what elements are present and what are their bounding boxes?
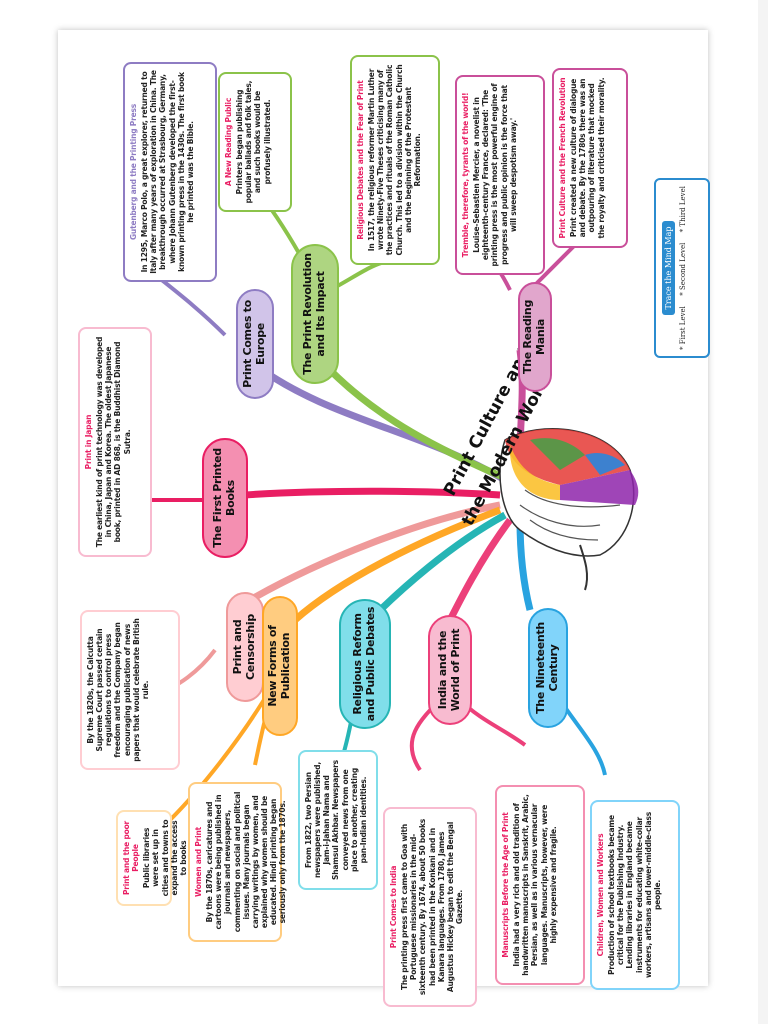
legend-first-level: * First Level	[679, 306, 687, 350]
card-text: From 1822, two Persian newspapers were p…	[304, 760, 368, 880]
card-title: Print in Japan	[84, 414, 93, 470]
scrollbar[interactable]	[758, 0, 768, 1024]
connector-religious	[367, 511, 507, 623]
card-print-comes-to-india: Print Comes to India The printing press …	[383, 807, 477, 1007]
branch-print-and-censorship[interactable]: Print and Censorship	[226, 592, 264, 702]
card-text: Print created a new culture of dialogue …	[569, 77, 606, 239]
card-manuscripts: Manuscripts Before the Age of Print Indi…	[495, 785, 585, 985]
card-new-reading-public: A New Reading Public Printers began publ…	[218, 72, 292, 212]
card-tremble-tyrants: Tremble, therefore, tyrants of the world…	[455, 75, 545, 275]
legend-box: Trace the Mind Map * First Level * Secon…	[654, 178, 710, 358]
branch-new-forms-of-publication[interactable]: New Forms of Publication	[262, 596, 298, 736]
card-title: Tremble, therefore, tyrants of the world…	[461, 92, 470, 258]
card-title: Gutenberg and the Printing Press	[129, 103, 138, 241]
card-title: Religious Debates and the Fear of Print	[356, 80, 365, 240]
card-title: Print Culture and the French Revolution	[558, 77, 567, 239]
card-text: By the 1820s, the Calcutta Supreme Court…	[86, 618, 150, 762]
legend-second-level: * Second Level	[679, 242, 687, 296]
connector-nineteenth	[516, 519, 534, 611]
connector-india	[441, 517, 513, 632]
card-text: Public libraries were set up in cities a…	[142, 819, 188, 897]
card-women-and-print: Women and Print By the 1870s, caricature…	[188, 782, 287, 942]
card-text: The earliest kind of print technology wa…	[95, 336, 132, 548]
card-print-poor-people: Print and the poor People Public librari…	[116, 810, 188, 906]
card-religious-debates: Religious Debates and the Fear of Print …	[350, 55, 440, 265]
card-print-french-revolution: Print Culture and the French Revolution …	[552, 68, 628, 248]
card-text: Louise-Sebastien Mercier, a novelist in …	[472, 83, 518, 267]
branch-reading-mania[interactable]: The Reading Mania	[518, 282, 552, 392]
connector-first-books	[244, 487, 501, 499]
branch-print-revolution[interactable]: The Print Revolution and Its Impact	[291, 244, 339, 384]
card-text: Printers began publishing popular ballad…	[235, 80, 272, 204]
connector-revolution	[327, 367, 507, 482]
card-title: Print and the poor People	[122, 820, 141, 896]
card-text: Production of school textbooks became cr…	[607, 812, 662, 978]
card-title: Women and Print	[194, 826, 203, 898]
card-print-in-japan: Print in Japan The earliest kind of prin…	[78, 327, 152, 557]
card-title: Manuscripts Before the Age of Print	[501, 812, 510, 958]
brain-icon	[499, 428, 639, 591]
card-text: In 1295, Marco Polo, a great explorer, r…	[140, 70, 195, 274]
card-title: Children, Women and Workers	[596, 833, 605, 957]
card-title: A New Reading Public	[224, 97, 233, 187]
connector-new-forms	[292, 506, 502, 623]
card-title: Print Comes to India	[389, 865, 398, 949]
branch-first-printed-books[interactable]: The First Printed Books	[202, 438, 248, 558]
branch-india-world-of-print[interactable]: India and the World of Print	[428, 615, 472, 725]
branch-print-comes-to-europe[interactable]: Print Comes to Europe	[236, 289, 274, 399]
card-text: The printing press first came to Goa wit…	[400, 818, 464, 996]
branch-religious-reform[interactable]: Religious Reform and Public Debates	[339, 599, 391, 729]
card-calcutta-regulations: By the 1820s, the Calcutta Supreme Court…	[80, 610, 180, 770]
card-text: India had a very rich and old tradition …	[512, 794, 558, 976]
connector-censorship	[248, 501, 501, 604]
card-text: By the 1870s, caricatures and cartoons w…	[205, 791, 288, 933]
card-gutenberg: Gutenberg and the Printing Press In 1295…	[123, 62, 217, 282]
legend-title: Trace the Mind Map	[662, 220, 675, 316]
card-text: In 1517, the religious reformer Martin L…	[367, 64, 422, 256]
card-children-women-workers: Children, Women and Workers Production o…	[590, 800, 680, 990]
card-persian-newspapers: From 1822, two Persian newspapers were p…	[298, 750, 378, 890]
legend-third-level: * Third Level	[679, 186, 687, 233]
branch-nineteenth-century[interactable]: The Nineteenth Century	[528, 608, 568, 728]
